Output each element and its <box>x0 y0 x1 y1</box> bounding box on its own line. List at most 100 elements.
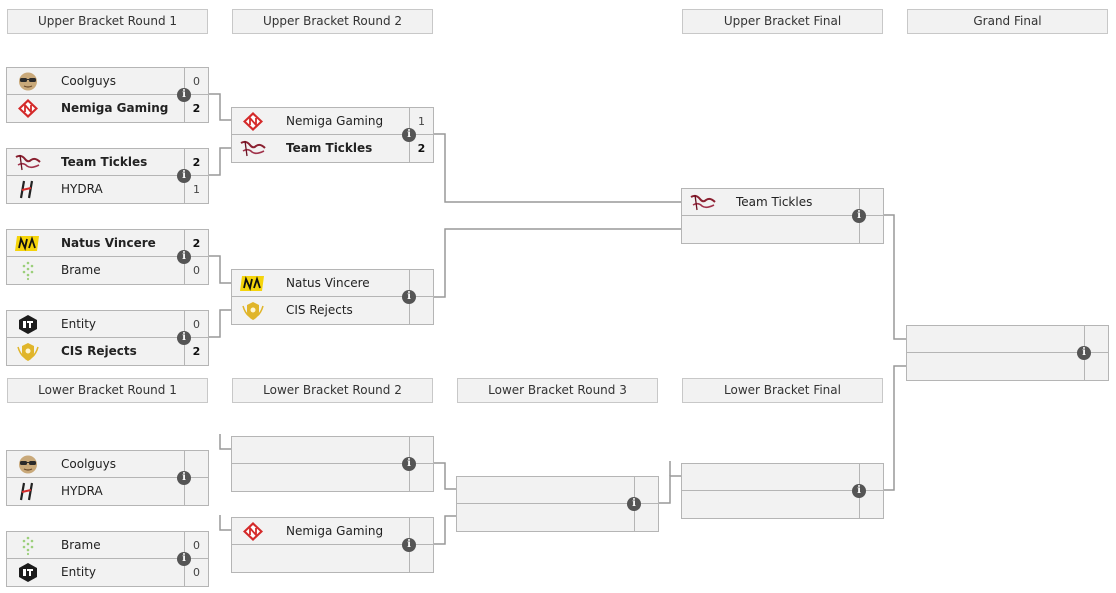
team-name: CIS Rejects <box>61 344 137 358</box>
match-ub1-m2[interactable]: Team Tickles 2 HYDRA 1 i <box>6 148 209 204</box>
match-slot[interactable]: Nemiga Gaming 1 <box>232 108 433 135</box>
match-slot[interactable] <box>232 545 433 572</box>
match-slot[interactable]: Natus Vincere <box>232 270 433 297</box>
match-info-icon[interactable]: i <box>852 209 866 223</box>
match-slot[interactable]: Natus Vincere 2 <box>7 230 208 257</box>
match-slot[interactable]: CIS Rejects <box>232 297 433 324</box>
team-name: HYDRA <box>61 182 103 196</box>
match-slot[interactable] <box>907 326 1108 353</box>
nemiga-logo-icon <box>18 99 38 118</box>
match-slot[interactable]: CIS Rejects 2 <box>7 338 208 365</box>
match-slot[interactable] <box>682 491 883 518</box>
team-score: 0 <box>184 532 208 558</box>
header-lower-bracket-round-3: Lower Bracket Round 3 <box>457 378 658 403</box>
header-lower-bracket-round-1: Lower Bracket Round 1 <box>7 378 208 403</box>
match-ub1-m3[interactable]: Natus Vincere 2 Brame 0 i <box>6 229 209 285</box>
match-grand-final[interactable]: i <box>906 325 1109 381</box>
match-slot[interactable]: Brame 0 <box>7 257 208 284</box>
match-ub2-m1[interactable]: Nemiga Gaming 1 Team Tickles 2 i <box>231 107 434 163</box>
match-slot[interactable] <box>682 216 883 243</box>
match-slot[interactable] <box>232 464 433 491</box>
match-info-icon[interactable]: i <box>177 552 191 566</box>
match-slot[interactable]: HYDRA 1 <box>7 176 208 203</box>
team-score <box>859 491 883 518</box>
match-slot[interactable]: Nemiga Gaming 2 <box>7 95 208 122</box>
match-info-icon[interactable]: i <box>402 457 416 471</box>
team-score <box>409 464 433 491</box>
match-info-icon[interactable]: i <box>177 250 191 264</box>
team-name: HYDRA <box>61 484 103 498</box>
team-tickles-logo-icon <box>15 154 41 171</box>
team-name: Coolguys <box>61 457 116 471</box>
match-lb1-m1[interactable]: Coolguys HYDRA i <box>6 450 209 506</box>
team-score: 1 <box>409 108 433 134</box>
match-slot[interactable]: HYDRA <box>7 478 208 505</box>
match-ub1-m1[interactable]: Coolguys 0 Nemiga Gaming 2 i <box>6 67 209 123</box>
team-name: Team Tickles <box>61 155 148 169</box>
connector-ubf <box>882 214 907 340</box>
team-name: Brame <box>61 263 101 277</box>
cis-rejects-logo-icon <box>242 302 264 320</box>
match-slot[interactable]: Entity 0 <box>7 311 208 338</box>
match-upper-bracket-final[interactable]: Team Tickles i <box>681 188 884 244</box>
match-slot[interactable] <box>457 504 658 531</box>
match-slot[interactable] <box>457 477 658 504</box>
team-score: 2 <box>184 149 208 175</box>
team-name: Entity <box>61 565 97 579</box>
match-lb3[interactable]: i <box>456 476 659 532</box>
match-slot[interactable]: Nemiga Gaming <box>232 518 433 545</box>
team-score <box>184 478 208 505</box>
connector-lb2-m1-in <box>219 434 232 450</box>
match-slot[interactable]: Team Tickles 2 <box>7 149 208 176</box>
team-name: Team Tickles <box>736 195 813 209</box>
match-info-icon[interactable]: i <box>402 290 416 304</box>
match-info-icon[interactable]: i <box>177 88 191 102</box>
team-name: Brame <box>61 538 101 552</box>
team-score: 0 <box>184 68 208 94</box>
match-slot[interactable]: Coolguys 0 <box>7 68 208 95</box>
match-slot[interactable] <box>232 437 433 464</box>
match-lb2-m2[interactable]: Nemiga Gaming i <box>231 517 434 573</box>
match-slot[interactable]: Team Tickles <box>682 189 883 216</box>
match-lb1-m2[interactable]: Brame 0 Entity 0 i <box>6 531 209 587</box>
team-tickles-logo-icon <box>240 140 266 157</box>
team-name: Natus Vincere <box>286 276 370 290</box>
match-info-icon[interactable]: i <box>852 484 866 498</box>
header-grand-final: Grand Final <box>907 9 1108 34</box>
brame-logo-icon <box>22 536 34 556</box>
match-lb2-m1[interactable]: i <box>231 436 434 492</box>
match-info-icon[interactable]: i <box>1077 346 1091 360</box>
entity-logo-icon <box>19 563 37 582</box>
match-slot[interactable]: Coolguys <box>7 451 208 478</box>
team-score <box>634 477 658 503</box>
match-slot[interactable]: Brame 0 <box>7 532 208 559</box>
match-slot[interactable] <box>907 353 1108 380</box>
team-score <box>409 437 433 463</box>
team-score: 0 <box>184 257 208 284</box>
match-info-icon[interactable]: i <box>402 128 416 142</box>
team-name: Team Tickles <box>286 141 373 155</box>
match-slot[interactable]: Entity 0 <box>7 559 208 586</box>
connector-lb3 <box>658 475 682 504</box>
nemiga-logo-icon <box>243 522 263 541</box>
match-ub2-m2[interactable]: Natus Vincere CIS Rejects i <box>231 269 434 325</box>
match-info-icon[interactable]: i <box>177 331 191 345</box>
connector-ub1-m4 <box>208 309 232 338</box>
match-slot[interactable]: Team Tickles 2 <box>232 135 433 162</box>
entity-logo-icon <box>19 315 37 334</box>
team-score <box>184 451 208 477</box>
match-ub1-m4[interactable]: Entity 0 CIS Rejects 2 i <box>6 310 209 366</box>
match-info-icon[interactable]: i <box>177 471 191 485</box>
match-info-icon[interactable]: i <box>627 497 641 511</box>
header-upper-bracket-final: Upper Bracket Final <box>682 9 883 34</box>
header-lower-bracket-final: Lower Bracket Final <box>682 378 883 403</box>
match-slot[interactable] <box>682 464 883 491</box>
match-info-icon[interactable]: i <box>177 169 191 183</box>
team-score: 0 <box>184 311 208 337</box>
connector-lb2-m1 <box>433 462 457 490</box>
match-info-icon[interactable]: i <box>402 538 416 552</box>
team-tickles-logo-icon <box>690 194 716 211</box>
connector-lb2-m2 <box>433 515 457 545</box>
match-lower-bracket-final[interactable]: i <box>681 463 884 519</box>
